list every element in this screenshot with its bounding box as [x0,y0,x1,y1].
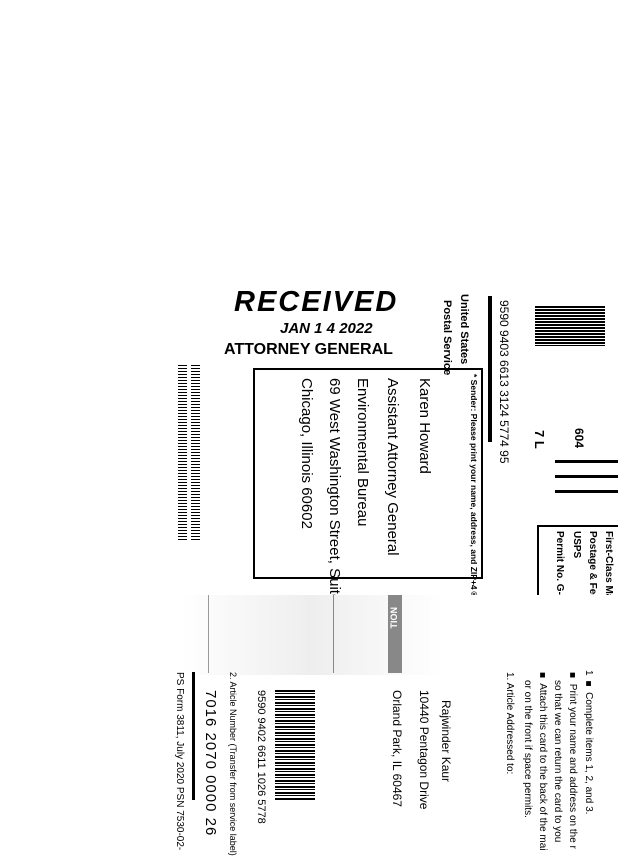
barcode [535,306,605,346]
card-instruction: ■ Print your name and address on the r [567,670,578,849]
strip-label: TION [389,607,399,629]
address-line: Karen Howard [416,378,433,474]
card-instruction: so that we can return the card to you [552,680,563,843]
strip-line [208,595,209,673]
form-number: PS Form 3811, July 2020 PSN 7530-02- [174,672,185,851]
permit-line: USPS [571,531,582,559]
permit-line: First-Class Mail [603,531,614,605]
addressee-line: 10440 Pentagon Drive [417,690,431,810]
permit-line: Permit No. G-10 [554,531,565,607]
fim-line [555,475,618,478]
card-instruction: or on the front if space permits. [522,680,533,818]
address-line: Chicago, Illinois 60602 [298,378,315,529]
permit-box: First-Class Mail Postage & Fees Paid USP… [537,525,618,629]
card-barcode-number: 9590 9402 6611 1026 5778 [255,690,267,824]
fim-line [555,460,618,463]
card-instruction: ■ Attach this card to the back of the ma… [537,670,548,851]
sender-note: * Sender: Please print your name, addres… [469,374,479,648]
article-number: 7016 2070 0000 26 [202,690,219,837]
fim-line [555,490,618,493]
address-line: 69 West Washington Street, Suite 1800 [326,378,343,640]
permit-line: Postage & Fees Paid [587,531,598,630]
received-stamp: RECEIVED [234,286,399,318]
addressee-line: Rajwinder Kaur [439,700,453,783]
card-instruction: 1 ■ Complete items 1, 2, and 3. [583,670,594,815]
received-date: JAN 1 4 2022 [280,320,373,337]
address-line: Assistant Attorney General [384,378,401,556]
postal-service-line2: Postal Service [441,300,453,376]
tracking-number: 9590 9403 6613 3124 5774 95 [497,300,511,464]
mark-7l: 7 L [532,430,547,449]
strip-line [333,595,334,673]
strip-band: TION [388,595,402,673]
addressee-line: Orland Park, IL 60467 [390,690,404,807]
received-office: ATTORNEY GENERAL [224,341,393,358]
card-instruction: 1. Article Addressed to: [504,672,515,775]
card-barcode [275,690,315,800]
article-number-label: 2. Article Number (Transfer from service… [228,672,238,856]
intelligent-mail-barcode [178,365,200,540]
mark-604: 604 [572,428,586,449]
divider-bar [488,296,492,442]
form-divider [192,672,195,800]
address-line: Environmental Bureau [354,378,371,527]
address-box: * Sender: Please print your name, addres… [253,368,483,648]
postal-service-line1: United States [458,294,470,365]
